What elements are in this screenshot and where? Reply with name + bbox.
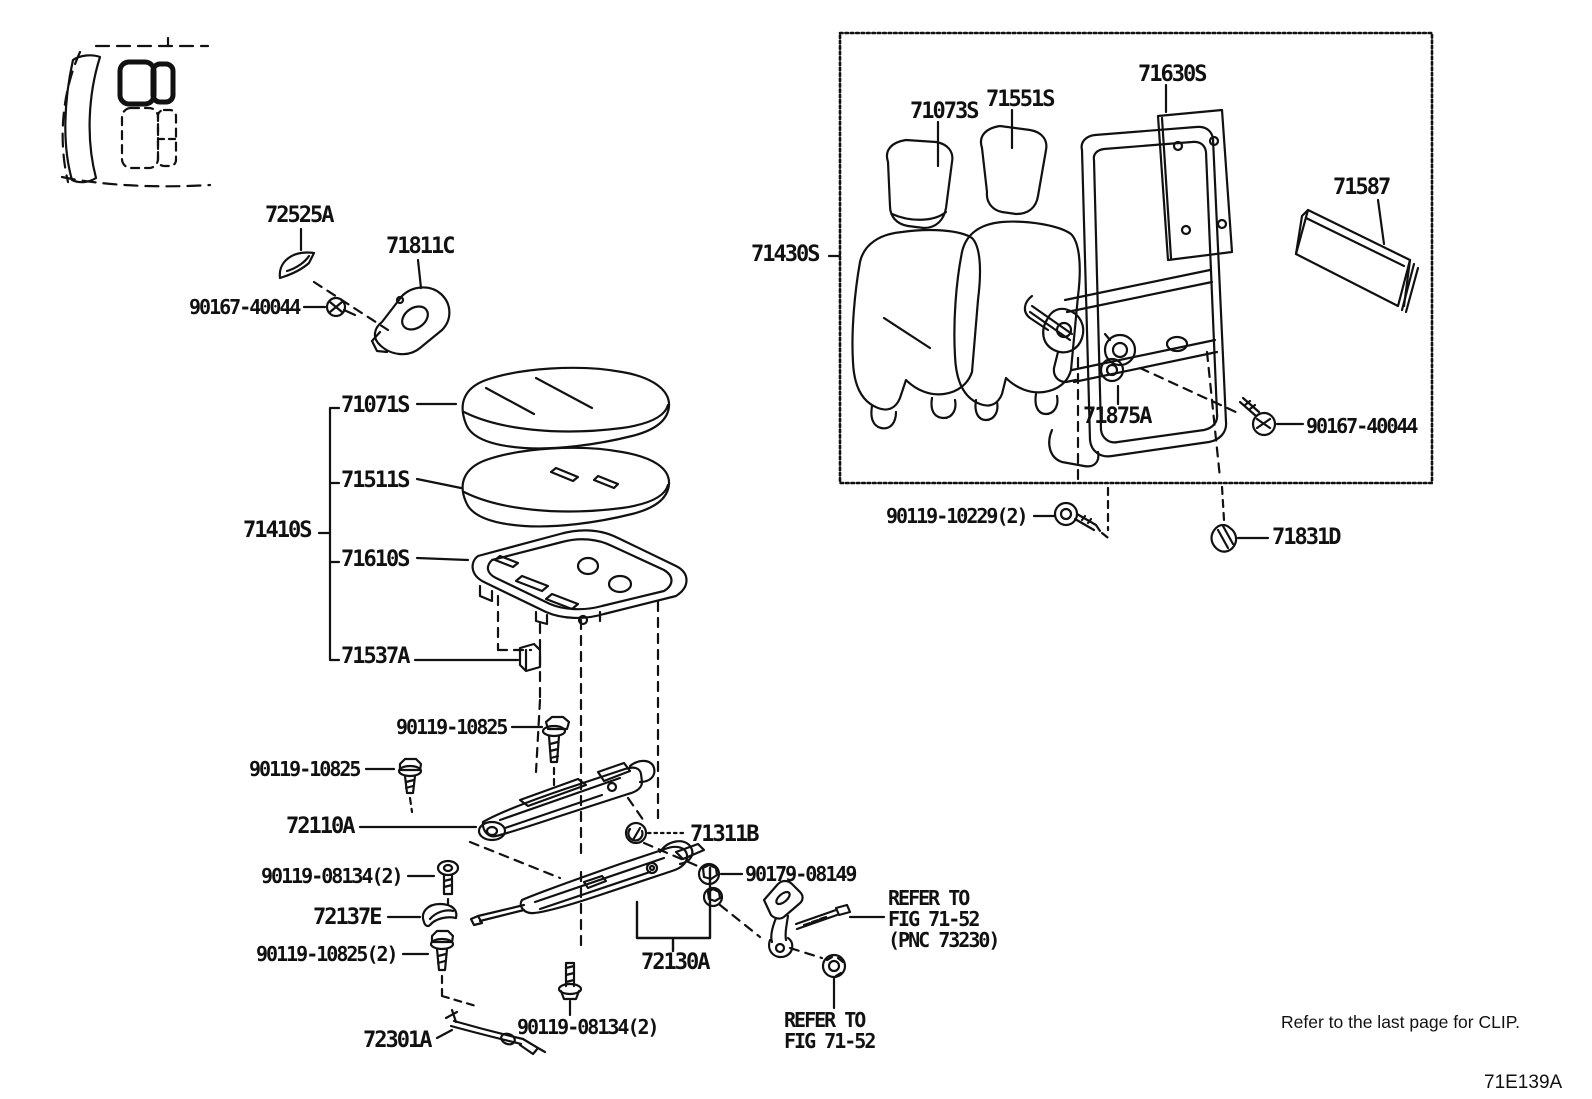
car-inset-drawing	[60, 36, 212, 188]
part-label-90119-08134-lower: 90119-08134(2)	[517, 1015, 660, 1039]
part-label-71811C: 71811C	[386, 234, 455, 259]
release-cable-drawing	[435, 1008, 547, 1056]
cushion-bracket-lines	[317, 402, 520, 662]
part-label-71630S: 71630S	[1138, 62, 1207, 87]
recliner-spring-drawing	[1099, 332, 1137, 406]
seat-back-cover-drawing	[851, 120, 982, 430]
seat-back-frame-drawing	[1023, 83, 1240, 482]
seat-back-box	[827, 31, 1434, 485]
part-label-71311B: 71311B	[690, 822, 759, 847]
part-label-90119-10825-left: 90119-10825	[249, 757, 361, 781]
clip-note: Refer to the last page for CLIP.	[1281, 1012, 1520, 1032]
part-label-71410S: 71410S	[243, 518, 312, 543]
back-board-panel-drawing	[1294, 198, 1420, 314]
seat-back-pad-drawing	[953, 108, 1081, 422]
seat-cushion-cover-drawing	[461, 366, 671, 450]
part-label-71831D: 71831D	[1272, 525, 1341, 550]
frame-drop-lines	[496, 594, 660, 952]
part-label-72137E: 72137E	[313, 905, 382, 930]
part-label-71071S: 71071S	[341, 393, 410, 418]
seat-belt-buckle-drawing	[762, 879, 886, 1010]
seat-track-inner-drawing	[358, 759, 656, 880]
part-label-90119-10825-top: 90119-10825	[396, 715, 508, 739]
part-label-71587: 71587	[1333, 175, 1391, 200]
bolt-90119-10825-top-drawing	[510, 715, 571, 790]
part-label-71073S: 71073S	[910, 99, 979, 124]
seat-frame-drawing	[471, 529, 688, 673]
clip-71831D-drawing	[1210, 485, 1270, 553]
track-cover-drawing	[386, 902, 458, 928]
bolt-90119-10825-left-drawing	[364, 757, 423, 814]
screw-90167-40044-right-drawing	[1238, 396, 1305, 437]
part-label-90167-40044-left: 90167-40044	[189, 295, 301, 319]
part-label-90119-10229-2: 90119-10229(2)	[886, 504, 1029, 528]
bolt-90119-10229-drawing	[1032, 486, 1114, 543]
height-knob-drawing	[624, 821, 702, 869]
part-label-71511S: 71511S	[341, 468, 410, 493]
part-label-71551S: 71551S	[986, 87, 1055, 112]
part-label-72110A: 72110A	[286, 814, 355, 839]
bolt-90119-08134-lower-drawing	[557, 961, 583, 1017]
bolt-90119-08134-upper-drawing	[406, 859, 460, 910]
part-label-90119-08134-upper: 90119-08134(2)	[261, 864, 404, 888]
note-refer-fig-71-52-pnc: REFER TO FIG 71-52 (PNC 73230)	[888, 886, 1000, 952]
part-label-71875A: 71875A	[1083, 404, 1152, 429]
part-label-72130A: 72130A	[641, 950, 710, 975]
part-label-72525A: 72525A	[265, 203, 334, 228]
part-label-90119-10825-2: 90119-10825(2)	[256, 942, 399, 966]
anchor-nut-drawing	[697, 862, 762, 939]
belt-guide-group-drawing	[278, 227, 451, 356]
part-label-71610S: 71610S	[341, 547, 410, 572]
figure-code: 71E139A	[1484, 1072, 1563, 1093]
part-label-72301A: 72301A	[363, 1028, 432, 1053]
bolt-90119-10825-2-drawing	[401, 929, 478, 1008]
part-label-71430S: 71430S	[751, 242, 820, 267]
part-label-90167-40044-right: 90167-40044	[1306, 414, 1418, 438]
seat-track-outer-drawing	[469, 840, 712, 953]
part-label-71537A: 71537A	[341, 644, 410, 669]
seat-cushion-pad-drawing	[461, 446, 671, 528]
part-label-90179-08149: 90179-08149	[745, 862, 857, 886]
note-refer-fig-71-52: REFER TO FIG 71-52	[784, 1008, 876, 1053]
